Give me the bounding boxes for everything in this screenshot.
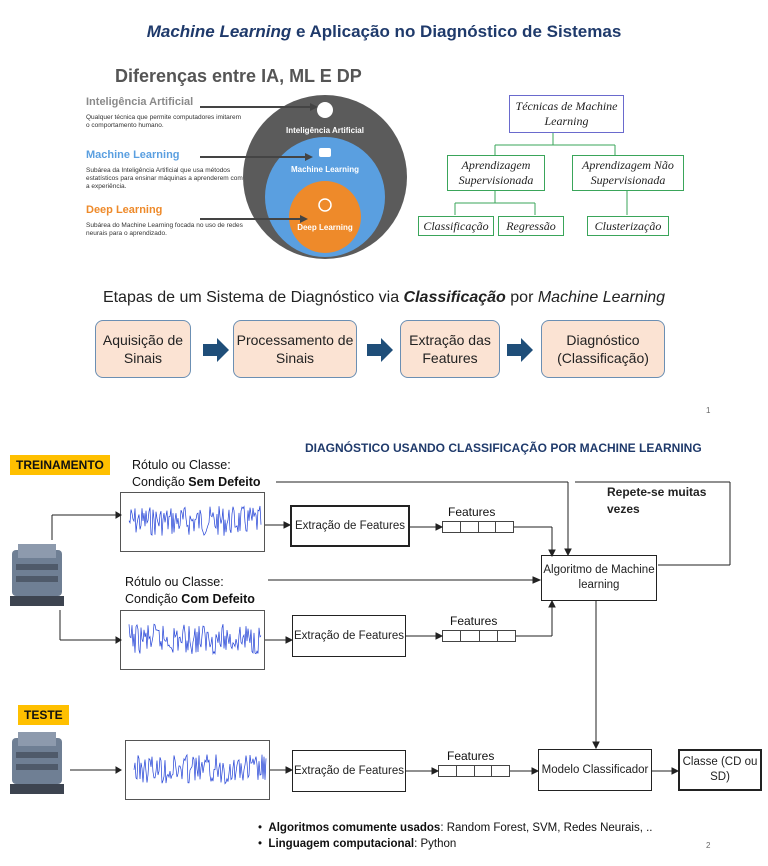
features-label-3: Features [447, 749, 495, 763]
etapas-heading: Etapas de um Sistema de Diagnóstico via … [102, 289, 666, 306]
extracao-box-3: Extração de Features [292, 750, 406, 792]
ml-desc: Subárea da Inteligência Artificial que u… [86, 167, 243, 190]
tecnicas-nao-supervisionada: Aprendizagem Não Supervisionada [572, 155, 684, 191]
extracao-box-1: Extração de Features [290, 505, 410, 547]
network-icon [318, 198, 332, 212]
step-processamento: Processamento de Sinais [233, 320, 357, 378]
repete-label: Repete-se muitas vezes [607, 485, 707, 516]
ml-label: Machine Learning [86, 149, 180, 161]
tecnicas-supervisionada: Aprendizagem Supervisionada [447, 155, 545, 191]
diferencas-heading: Diferenças entre IA, ML E DP [115, 66, 362, 86]
rotulo-2: Rótulo ou Classe: [125, 575, 224, 589]
tecnicas-clusterizacao: Clusterização [587, 216, 669, 236]
ia-desc: Qualquer técnica que permite computadore… [86, 114, 241, 129]
condicao-1: Condição Sem Defeito [132, 475, 261, 489]
tag-treinamento: TREINAMENTO [10, 455, 110, 475]
brain-icon [317, 102, 333, 118]
features-label-2: Features [450, 614, 498, 628]
diag-title: DIAGNÓSTICO USANDO CLASSIFICAÇÃO POR MAC… [305, 441, 702, 455]
tag-teste: TESTE [18, 705, 69, 725]
signal-plot-sem-defeito [120, 492, 265, 552]
dl-circle [289, 181, 361, 253]
modelo-classificador-box: Modelo Classificador [538, 749, 652, 791]
step-extracao: Extração das Features [400, 320, 500, 378]
engine-image-train [10, 544, 64, 606]
diagram-connectors [51, 481, 731, 775]
slide-title: Machine Learning e Aplicação no Diagnóst… [146, 22, 622, 41]
bullet-linguagem: • Linguagem computacional: Python [258, 838, 457, 850]
step-diagnostico: Diagnóstico (Classificação) [541, 320, 665, 378]
extracao-box-2: Extração de Features [292, 615, 406, 657]
ia-label: Inteligência Artificial [86, 96, 194, 108]
bullet-algoritmos: • Algoritmos comumente usados: Random Fo… [258, 822, 653, 834]
circle-label-ml: Machine Learning [290, 165, 359, 174]
condicao-2: Condição Com Defeito [125, 592, 255, 606]
page-number-1: 1 [706, 406, 711, 415]
tecnicas-connectors [454, 133, 628, 215]
robot-icon [319, 148, 331, 157]
algoritmo-ml-box: Algoritmo de Machine learning [541, 555, 657, 601]
signal-plot-com-defeito [120, 610, 265, 670]
signal-plot-teste [125, 740, 270, 800]
classe-box: Classe (CD ou SD) [678, 749, 762, 791]
page-number-2: 2 [706, 841, 711, 850]
label-arrows [200, 103, 318, 223]
features-label-1: Features [448, 505, 496, 519]
rotulo-1: Rótulo ou Classe: [132, 458, 231, 472]
step-arrows [203, 338, 533, 362]
step-aquisicao: Aquisição de Sinais [95, 320, 191, 378]
dl-desc: Subárea do Machine Learning focada no us… [86, 222, 243, 237]
dl-label: Deep Learning [86, 204, 163, 216]
tecnicas-root: Técnicas de Machine Learning [509, 95, 624, 133]
tecnicas-regressao: Regressão [498, 216, 564, 236]
circle-label-ia: Inteligência Artificial [286, 126, 364, 135]
engine-image-test [10, 732, 64, 794]
circle-label-dl: Deep Learning [297, 223, 353, 232]
tecnicas-classificacao: Classificação [418, 216, 494, 236]
